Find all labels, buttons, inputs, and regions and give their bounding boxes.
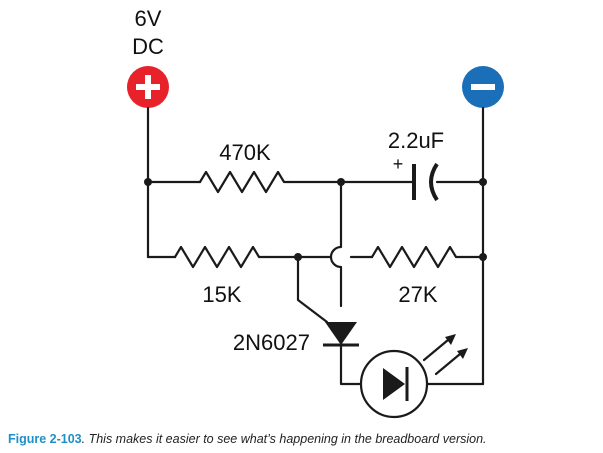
figure-caption-text: . This makes it easier to see what’s hap… — [81, 432, 487, 446]
put-transistor-label: 2N6027 — [233, 330, 310, 355]
light-emission-icon — [422, 334, 468, 376]
capacitor-icon — [412, 162, 439, 202]
supply-voltage-label: 6V — [135, 6, 162, 31]
figure-caption: Figure 2-103. This makes it easier to se… — [8, 432, 598, 446]
resistor-470k-label: 470K — [219, 140, 271, 165]
junction-dots — [144, 178, 487, 261]
figure-number: Figure 2-103 — [8, 432, 82, 446]
resistor-470k-icon — [198, 170, 292, 194]
resistor-15k-icon — [173, 245, 267, 269]
resistor-15k-label: 15K — [202, 282, 241, 307]
supply-type-label: DC — [132, 34, 164, 59]
negative-terminal-icon — [462, 66, 504, 108]
put-transistor-icon — [323, 322, 359, 347]
capacitor-polarity-label: + — [393, 154, 404, 174]
led-icon — [359, 349, 429, 419]
capacitor-label: 2.2uF — [388, 128, 444, 153]
positive-terminal-icon — [127, 66, 169, 108]
resistor-27k-icon — [370, 245, 464, 269]
resistor-27k-label: 27K — [398, 282, 437, 307]
